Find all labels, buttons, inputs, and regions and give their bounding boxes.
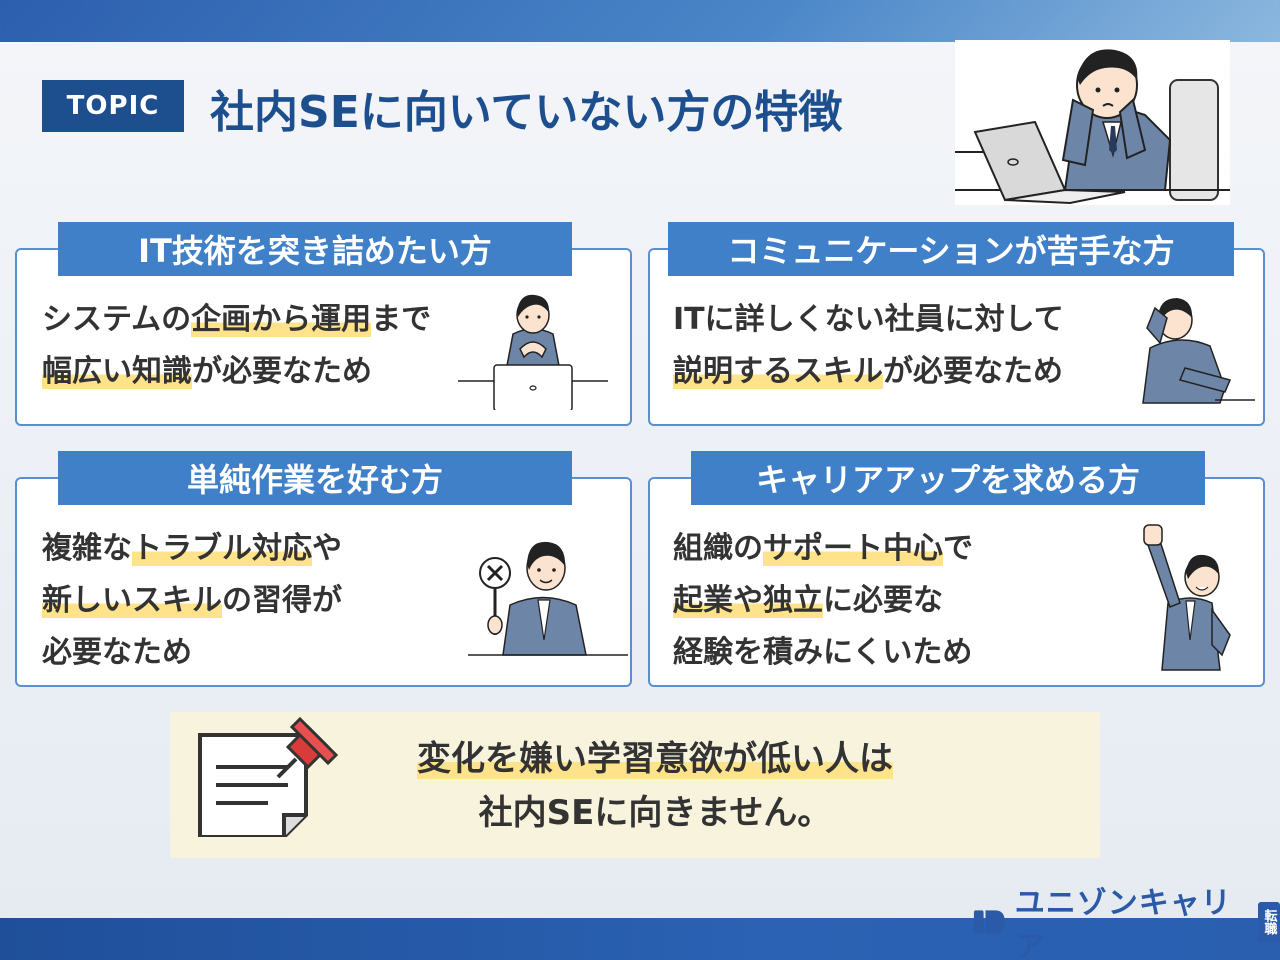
card-body: 組織のサポート中心で 起業や独立に必要な 経験を積みにくいため [673, 523, 973, 679]
logo-tag: 転職 [1258, 902, 1280, 942]
card-body: システムの企画から運用まで 幅広い知識が必要なため [42, 294, 431, 398]
text-segment: に必要な [823, 583, 943, 618]
highlighted-text: 起業や独立 [673, 583, 823, 618]
bottom-band [0, 918, 1280, 960]
highlighted-text: 幅広い知識 [42, 354, 192, 389]
card-line: システムの企画から運用まで [42, 294, 431, 346]
card-line: 新しいスキルの習得が [42, 575, 342, 627]
text-segment: 経験を積みにくいため [673, 635, 973, 670]
text-segment: で [943, 531, 973, 566]
page-title: 社内SEに向いていない方の特徴 [210, 87, 843, 138]
card-line: 組織のサポート中心で [673, 523, 973, 575]
card-heading: キャリアアップを求める方 [691, 451, 1205, 505]
pinned-memo-icon [198, 716, 339, 837]
logo-mark-icon [973, 910, 1005, 934]
card-body: ITに詳しくない社員に対して 説明するスキルが必要なため [673, 294, 1064, 398]
summary-note: 変化を嫌い学習意欲が低い人は 社内SEに向きません。 [170, 712, 1100, 858]
logo-name: ユニゾンキャリア [1014, 886, 1232, 960]
card-heading: コミュニケーションが苦手な方 [668, 222, 1234, 276]
brand-logo: ユニゾンキャリア 転職 [972, 878, 1280, 960]
text-segment: 必要なため [42, 635, 192, 670]
text-segment: まで [371, 302, 432, 337]
troubled-man-illustration [955, 40, 1230, 205]
text-segment: が必要なため [883, 354, 1063, 389]
topic-badge: TOPIC [42, 80, 184, 132]
card-line: 起業や独立に必要な [673, 575, 973, 627]
text-segment: の習得が [222, 583, 342, 618]
text-segment: 複雑な [42, 531, 132, 566]
highlighted-text: 企画から運用 [191, 302, 372, 337]
card-line: 幅広い知識が必要なため [42, 346, 431, 398]
text-segment: や [312, 531, 342, 566]
text-segment: ITに詳しくない社員に対して [673, 302, 1064, 337]
man-at-laptop-illustration [458, 294, 608, 410]
man-fist-raised-illustration [1143, 524, 1231, 671]
summary-line-2: 社内SEに向きません。 [478, 793, 832, 833]
highlighted-text: サポート中心 [763, 531, 943, 566]
text-segment: が必要なため [192, 354, 372, 389]
highlighted-text: 説明するスキル [673, 354, 883, 389]
card-line: 必要なため [42, 627, 342, 679]
man-with-x-sign-illustration [468, 541, 628, 656]
text-segment: 組織の [673, 531, 763, 566]
card-heading: 単純作業を好む方 [58, 451, 572, 505]
highlighted-text: トラブル対応 [132, 531, 312, 566]
summary-line-1: 変化を嫌い学習意欲が低い人は [417, 739, 893, 779]
card-body: 複雑なトラブル対応や 新しいスキルの習得が 必要なため [42, 523, 342, 679]
card-line: 複雑なトラブル対応や [42, 523, 342, 575]
highlighted-text: 新しいスキル [42, 583, 222, 618]
card-line: 経験を積みにくいため [673, 627, 973, 679]
summary-text: 変化を嫌い学習意欲が低い人は 社内SEに向きません。 [355, 732, 955, 840]
text-segment: システムの [42, 302, 192, 337]
card-heading: IT技術を突き詰めたい方 [58, 222, 572, 276]
worried-man-illustration [1142, 298, 1255, 404]
card-line: ITに詳しくない社員に対して [673, 294, 1064, 346]
card-line: 説明するスキルが必要なため [673, 346, 1064, 398]
